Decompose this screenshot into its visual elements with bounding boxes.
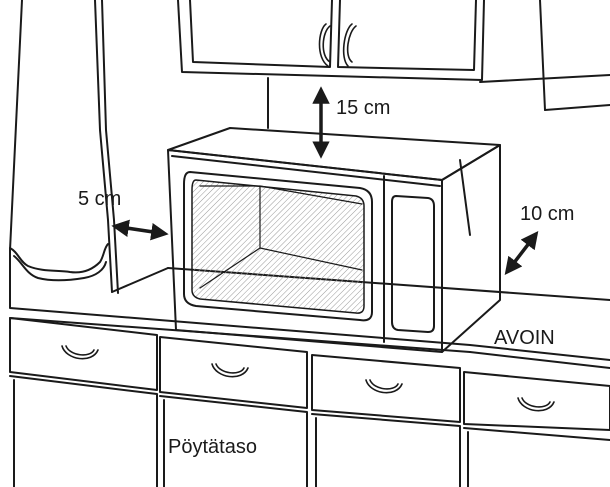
back-wall	[459, 0, 610, 236]
control-panel	[391, 195, 435, 333]
open-side-label: AVOIN	[494, 327, 555, 349]
clearance-back-label: 10 cm	[520, 203, 575, 225]
clearance-top-label: 15 cm	[336, 97, 391, 119]
drawer-row	[9, 317, 610, 431]
tall-cabinet	[9, 0, 169, 294]
clearance-side-label: 5 cm	[78, 188, 122, 210]
microwave	[167, 127, 501, 353]
cabinet-handles	[318, 23, 357, 67]
countertop-label: Pöytätaso	[168, 436, 257, 458]
base-doors	[9, 375, 610, 487]
double-arrow-horizontal-icon	[111, 219, 169, 241]
microwave-window	[183, 171, 373, 322]
double-arrow-diagonal-icon	[504, 231, 539, 275]
left-wall	[9, 0, 23, 301]
upper-cabinet	[177, 0, 485, 129]
drawer-handles	[61, 345, 555, 412]
